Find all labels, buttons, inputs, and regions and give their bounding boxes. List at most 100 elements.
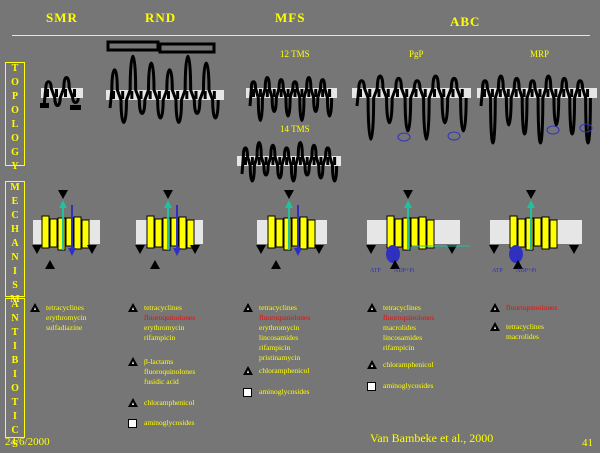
- transmembrane-helix: [264, 157, 268, 165]
- helix-cylinder: [57, 217, 66, 251]
- antibiotic-name: lincosamides: [383, 333, 423, 342]
- transmembrane-helix: [326, 157, 330, 165]
- helix-cylinder: [81, 219, 90, 249]
- transmembrane-helix: [490, 89, 494, 97]
- helix-cylinder: [283, 217, 292, 251]
- atpase-domain: [386, 245, 400, 263]
- triangle-icon: [128, 357, 138, 367]
- transmembrane-helix: [121, 91, 125, 99]
- helix-cylinder: [418, 216, 427, 250]
- substrate-triangle: [447, 245, 457, 254]
- antibiotic-name: tetracyclines: [383, 303, 421, 312]
- substrate-triangle: [45, 260, 55, 269]
- header-divider: [12, 35, 590, 36]
- terminus-marker: [40, 103, 49, 108]
- antibiotic-name: chloramphenicol: [383, 360, 434, 369]
- substrate-triangle: [314, 245, 324, 254]
- arrow-head: [59, 200, 67, 208]
- transmembrane-helix: [423, 89, 427, 97]
- transmembrane-helix: [319, 157, 323, 165]
- transmembrane-helix: [157, 91, 161, 99]
- transmembrane-helix: [194, 91, 198, 99]
- triangle-icon: [243, 366, 253, 376]
- helix-cylinder: [533, 217, 542, 247]
- transmembrane-helix: [278, 157, 282, 165]
- triangle-icon: [128, 303, 138, 313]
- transmembrane-helix: [64, 89, 67, 97]
- antibiotic-name: fluoroquinolones: [144, 313, 196, 322]
- protein-topology-rnd: [108, 54, 220, 124]
- nucleotide-binding-domain: [579, 123, 593, 133]
- helix-cylinder: [426, 219, 435, 249]
- helix-cylinder: [41, 215, 50, 249]
- transmembrane-helix: [333, 157, 337, 165]
- antibiotic-name: rifampicin: [144, 333, 176, 342]
- transmembrane-helix: [460, 89, 464, 97]
- transmembrane-helix: [286, 89, 290, 97]
- helix-cylinder: [402, 217, 411, 251]
- transmembrane-helix: [586, 89, 590, 97]
- transmembrane-helix: [538, 89, 542, 97]
- transmembrane-helix: [433, 89, 436, 97]
- transmembrane-helix: [148, 91, 152, 99]
- transmembrane-helix: [139, 91, 143, 99]
- transmembrane-helix: [321, 89, 325, 97]
- transmembrane-helix: [244, 157, 247, 165]
- substrate-triangle: [58, 190, 68, 199]
- transmembrane-helix: [328, 89, 332, 97]
- atpase-domain: [509, 245, 523, 263]
- protein-topology-mrp: [479, 74, 592, 145]
- antibiotic-name: aminoglycosides: [259, 387, 310, 396]
- triangle-icon: [30, 303, 40, 313]
- helix-cylinder: [525, 217, 534, 251]
- protein-topology-mfs-12: [248, 76, 334, 122]
- antibiotic-name: tetracyclines: [506, 322, 544, 331]
- transmembrane-helix: [272, 89, 276, 97]
- header-rnd: RND: [145, 10, 177, 25]
- antibiotic-name: fluoroquinolones: [259, 313, 311, 322]
- section-label-mechanism: MECHANISM: [5, 181, 25, 308]
- substrate-triangle: [87, 245, 97, 254]
- transmembrane-helix: [570, 89, 574, 97]
- triangle-icon: [490, 322, 500, 332]
- transmembrane-helix: [522, 89, 526, 97]
- arrow-head: [285, 200, 293, 208]
- transmembrane-helix: [300, 89, 304, 97]
- transmembrane-helix: [554, 89, 558, 97]
- substrate-triangle: [569, 245, 579, 254]
- protein-topology-pgp: [355, 74, 468, 141]
- section-label-text: TOPOLOGY: [9, 63, 21, 175]
- transmembrane-helix: [203, 91, 207, 99]
- periplasmic-loop: [158, 42, 216, 54]
- transmembrane-helix: [530, 89, 534, 97]
- substrate-triangle: [489, 245, 499, 254]
- transmembrane-helix: [293, 89, 297, 97]
- transmembrane-helix: [368, 89, 372, 97]
- label-14-tms: 14 TMS: [280, 124, 310, 134]
- helix-cylinder: [186, 219, 195, 249]
- substrate-triangle: [163, 190, 173, 199]
- antibiotic-name: aminoglycosides: [383, 381, 434, 390]
- square-icon: [243, 388, 252, 397]
- antibiotic-name: erythromycin: [144, 323, 185, 332]
- helix-cylinder: [49, 218, 58, 248]
- antibiotic-name: aminoglycosides: [144, 418, 195, 427]
- transmembrane-helix: [377, 89, 381, 97]
- transmembrane-helix: [414, 89, 418, 97]
- atp-label-pgp: ATP: [370, 268, 381, 274]
- transmembrane-helix: [312, 157, 316, 165]
- header-mfs: MFS: [275, 10, 306, 25]
- triangle-icon: [128, 398, 138, 408]
- helix-cylinder: [73, 216, 82, 250]
- helix-cylinder: [517, 218, 526, 248]
- section-label-text: MECHANISM: [9, 182, 21, 308]
- square-icon: [128, 419, 137, 428]
- transmembrane-helix: [46, 89, 49, 97]
- helix-cylinder: [299, 216, 308, 250]
- protein-topology-smr: [42, 76, 80, 107]
- helix-cylinder: [386, 215, 395, 249]
- substrate-triangle: [284, 190, 294, 199]
- transmembrane-helix: [279, 89, 283, 97]
- periplasmic-loop: [106, 40, 160, 52]
